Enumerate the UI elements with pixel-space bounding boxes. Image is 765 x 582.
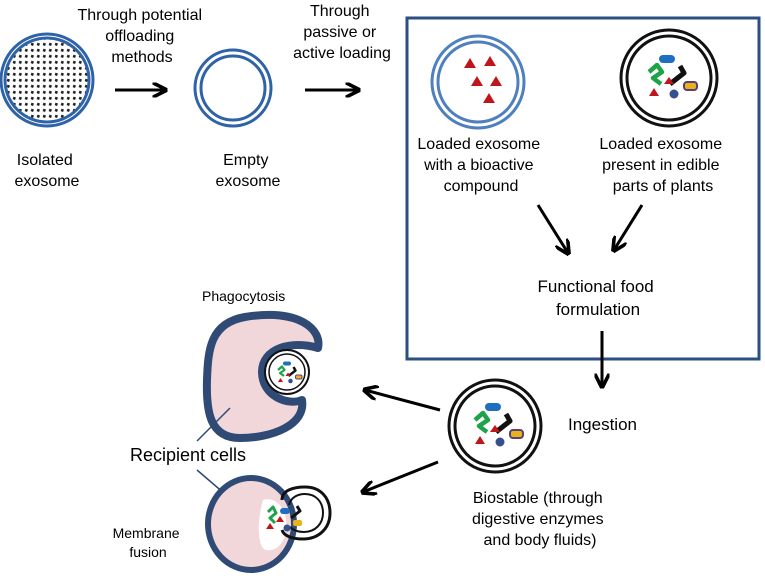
- ingestion-label: Ingestion: [568, 415, 637, 434]
- membrane-fusion-cell: [205, 475, 332, 573]
- loaded-plant-exosome-icon: [619, 28, 719, 128]
- phagocytosis-label: Phagocytosis: [202, 288, 285, 304]
- arrow-plant-to-formulation: [614, 204, 644, 250]
- empty-exosome-label: Empty exosome: [216, 152, 281, 190]
- empty-exosome-icon: [193, 48, 273, 128]
- loaded-plant-label: Loaded exosome present in edible parts o…: [599, 136, 726, 195]
- recipient-cells-label: Recipient cells: [130, 445, 246, 465]
- functional-food-box: [405, 16, 761, 361]
- isolated-exosome-label: Isolated exosome: [15, 152, 80, 190]
- biostable-label: Biostable (through digestive enzymes and…: [472, 490, 608, 549]
- phagocytosis-cell: [202, 310, 323, 442]
- loaded-bioactive-label: Loaded exosome with a bioactive compound: [417, 136, 544, 195]
- offloading-methods-label: Through potential offloading methods: [78, 7, 207, 66]
- arrow-to-phagocytosis: [365, 390, 441, 412]
- membrane-fusion-label: Membrane fusion: [113, 525, 184, 560]
- ingested-exosome-icon: [447, 378, 543, 474]
- isolated-exosome-icon: [0, 32, 95, 128]
- arrow-bioactive-to-formulation: [536, 204, 568, 253]
- arrow-to-membrane-fusion: [363, 460, 439, 492]
- leader-line-upper: [196, 407, 231, 442]
- functional-food-formulation-label: Functional food formulation: [538, 277, 659, 319]
- passive-active-loading-label: Through passive or active loading: [293, 3, 391, 62]
- loaded-bioactive-exosome-icon: [430, 34, 526, 130]
